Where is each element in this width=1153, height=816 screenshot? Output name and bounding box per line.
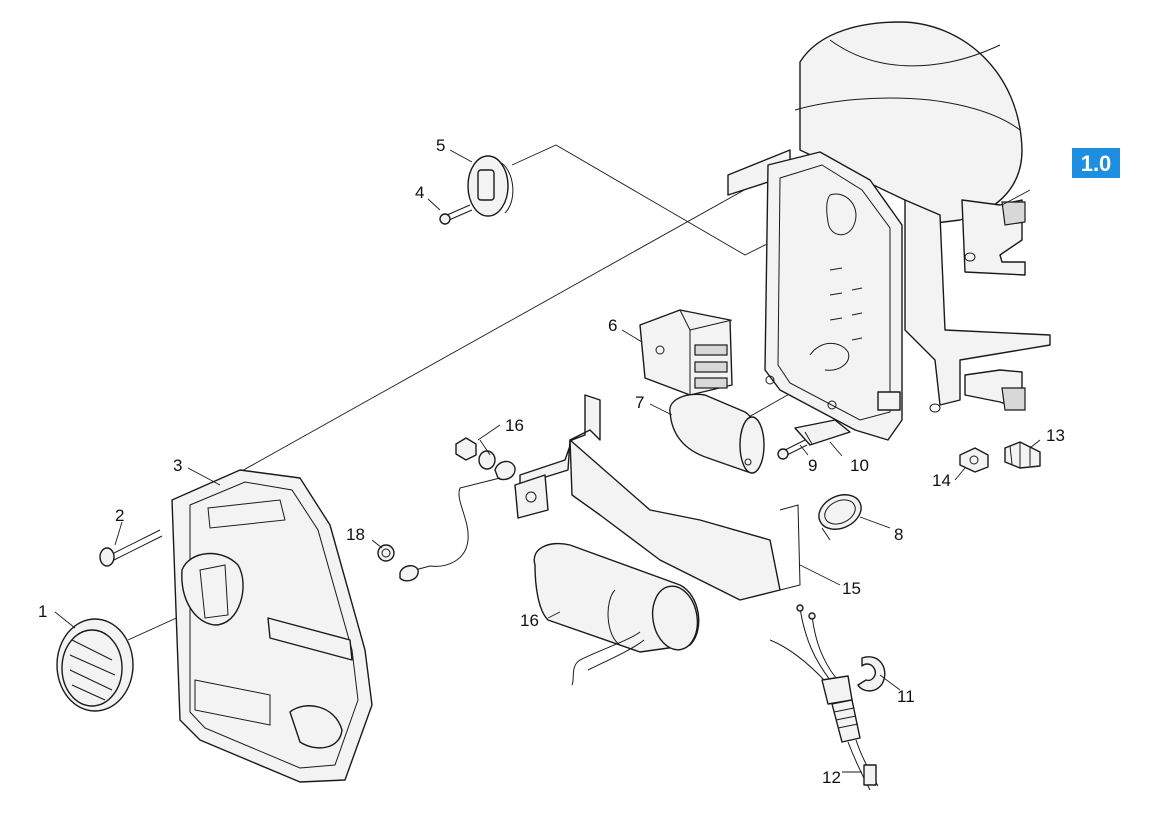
callout-10: 10 <box>850 456 869 475</box>
callout-3: 3 <box>173 456 182 475</box>
callout-16-capacitor: 16 <box>520 611 539 630</box>
part-cable-fitting[interactable] <box>1004 441 1041 469</box>
callout-13: 13 <box>1046 426 1065 445</box>
callout-4: 4 <box>415 183 424 202</box>
part-knob[interactable] <box>56 618 134 712</box>
part-cable-gland[interactable] <box>769 604 879 791</box>
part-screw-4[interactable] <box>439 204 473 225</box>
callout-8: 8 <box>894 525 903 544</box>
terminal-slots <box>829 267 863 341</box>
part-ground-wire[interactable] <box>377 460 516 582</box>
callout-6: 6 <box>608 316 617 335</box>
callout-1: 1 <box>38 602 47 621</box>
part-clamp-10[interactable] <box>794 419 851 446</box>
part-capacitor-large[interactable] <box>533 542 702 686</box>
callout-9: 9 <box>808 456 817 475</box>
section-badge-label: 1.0 <box>1081 151 1112 176</box>
callout-2: 2 <box>115 506 124 525</box>
part-capacitor-small[interactable] <box>669 393 765 474</box>
callout-12: 12 <box>822 768 841 787</box>
callout-labels: 1 2 3 4 5 6 7 8 9 10 11 12 13 14 15 16 1… <box>38 136 1065 787</box>
part-nut-washer[interactable] <box>455 437 496 470</box>
part-retaining-clip[interactable] <box>857 656 886 692</box>
part-screw-2[interactable] <box>99 529 163 567</box>
part-relay-block[interactable] <box>639 309 733 396</box>
motor-housing <box>727 21 1051 413</box>
part-clamp-ring[interactable] <box>813 488 866 541</box>
part-screw-9[interactable] <box>777 439 808 460</box>
terminal-box-frame <box>764 151 903 441</box>
part-hex-nut[interactable] <box>959 447 989 473</box>
callout-leaders <box>54 149 1041 773</box>
part-front-cover[interactable] <box>171 469 373 783</box>
callout-18: 18 <box>346 525 365 544</box>
part-mounting-bracket[interactable] <box>514 394 801 601</box>
callout-7: 7 <box>635 393 644 412</box>
part-grommet[interactable] <box>467 155 514 217</box>
section-badge[interactable]: 1.0 <box>1072 148 1120 178</box>
callout-14: 14 <box>932 471 951 490</box>
callout-15: 15 <box>842 579 861 598</box>
callout-11: 11 <box>897 687 915 706</box>
callout-16-nut: 16 <box>505 416 524 435</box>
callout-5: 5 <box>436 136 445 155</box>
